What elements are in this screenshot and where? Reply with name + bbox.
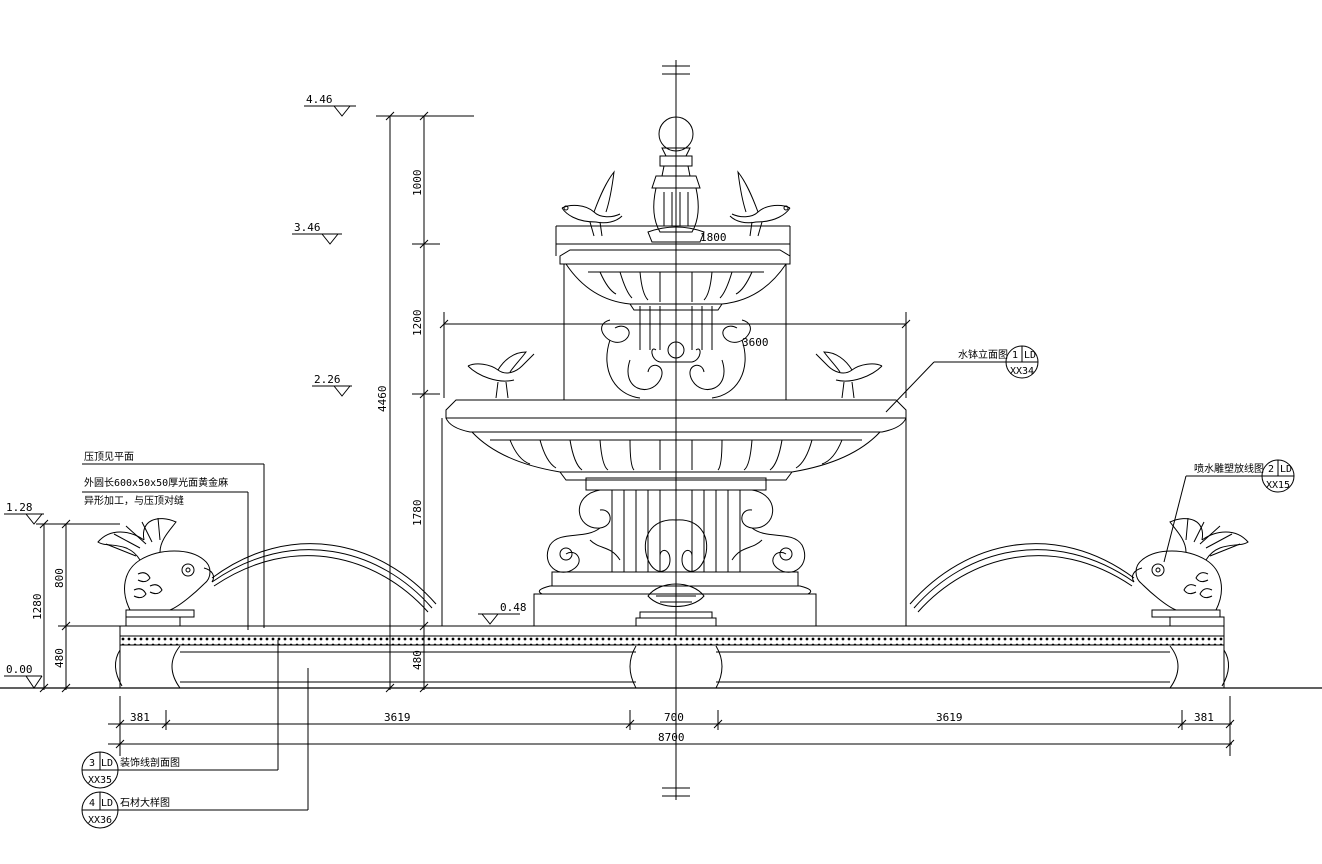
dim-upper-section: 1200 (411, 310, 424, 337)
level-markers (4, 105, 520, 689)
fish-sculpture-right (1131, 517, 1249, 618)
dim-overall-height: 4460 (376, 386, 389, 413)
pool-base (115, 611, 1229, 689)
dim-middle-width: 3600 (742, 336, 769, 349)
horizontal-dimensions (108, 243, 1235, 756)
dim-overall-width: 8700 (658, 731, 685, 744)
upper-bowl (555, 225, 791, 311)
note-trim-line2: 异形加工，与压顶对缝 (84, 494, 184, 507)
dim-upper-width: 1800 (700, 231, 727, 244)
dim-top-section: 1000 (411, 170, 424, 197)
scroll-ornaments (546, 489, 806, 573)
bird-middle-right (815, 351, 883, 399)
central-swan-ornament (644, 519, 708, 607)
callout-bowl-code: LD (1024, 350, 1036, 361)
dim-fish-base: 480 (53, 648, 66, 668)
elev-pool: 0.48 (500, 601, 527, 614)
dim-segment-4: 3619 (936, 711, 963, 724)
callout-stone-sheet: XX36 (88, 815, 112, 826)
fish-sculpture-left (97, 517, 215, 618)
elev-fish: 1.28 (6, 501, 33, 514)
elev-top: 4.46 (306, 93, 333, 106)
dim-fish-upper: 800 (53, 568, 66, 588)
dove-upper-right (729, 170, 791, 237)
middle-pedestal (563, 264, 787, 400)
dove-upper-left (561, 170, 623, 237)
dim-segment-5: 381 (1194, 711, 1214, 724)
dim-segment-3: 700 (664, 711, 684, 724)
water-jet-left (211, 543, 437, 613)
note-coping: 压顶见平面 (84, 451, 134, 463)
callout-spray-symbol (1261, 459, 1295, 493)
callout-molding-code: LD (101, 758, 113, 769)
vertical-dimensions (36, 111, 474, 693)
dim-middle-section: 1780 (411, 500, 424, 527)
elev-ground: 0.00 (6, 663, 33, 676)
finial (647, 116, 705, 243)
callout-bowl-num: 1 (1012, 350, 1018, 361)
callout-stone-num: 4 (89, 798, 95, 809)
fluted-column (611, 490, 741, 572)
callout-bowl-sheet: XX34 (1010, 366, 1034, 377)
callout-spray-sheet: XX15 (1266, 480, 1290, 491)
callout-molding-sheet: XX35 (88, 775, 112, 786)
callout-spray-code: LD (1280, 464, 1292, 475)
callout-spray-num: 2 (1268, 464, 1274, 475)
callout-molding-label: 装饰线剖面图 (120, 756, 180, 769)
bird-middle-left (467, 351, 535, 399)
callout-stone-code: LD (101, 798, 113, 809)
elev-middle-basin: 2.26 (314, 373, 341, 386)
dim-base-section: 480 (411, 650, 424, 670)
callout-spray-label: 喷水雕塑放线图 (1194, 462, 1264, 475)
callout-stone-label: 石材大样图 (120, 796, 170, 809)
note-trim-line1: 外圆长600x50x50厚光面黄金麻 (84, 476, 228, 489)
dim-fish-total: 1280 (31, 594, 44, 621)
callout-bowl-label: 水钵立面图 (958, 348, 1008, 361)
dim-segment-2: 3619 (384, 711, 411, 724)
callout-stone-symbol (81, 791, 119, 829)
callout-molding-num: 3 (89, 758, 95, 769)
lower-basin-body (441, 418, 907, 627)
callout-molding-symbol (81, 751, 119, 789)
dim-segment-1: 381 (130, 711, 150, 724)
lower-bowl (445, 399, 907, 481)
center-axis (662, 60, 690, 800)
lower-bowl-gadroons (490, 439, 862, 471)
water-jet-right (909, 543, 1135, 613)
elev-upper-basin: 3.46 (294, 221, 321, 234)
callout-bowl-symbol (1005, 345, 1039, 379)
leader-lines (82, 361, 1262, 811)
